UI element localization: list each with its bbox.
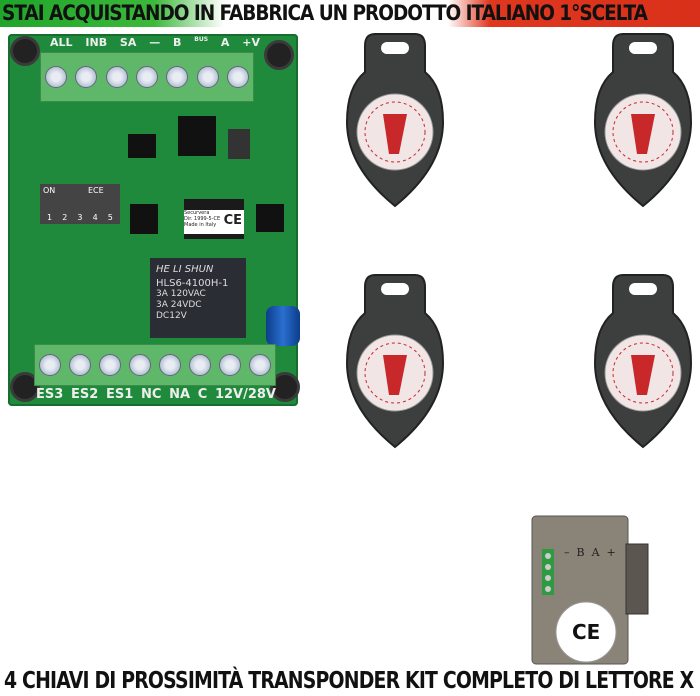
top-terminal-block [40,52,254,102]
terminal-label: C [197,387,208,402]
transponder-keyfob [594,274,692,448]
terminal-label: INB [85,36,108,49]
terminal-label: — [149,36,161,49]
transponder-keyfob [346,33,444,207]
terminal-label: +V [242,36,260,49]
caption: 4 CHIAVI DI PROSSIMITÀ TRANSPONDER KIT C… [4,668,700,694]
terminal-label: 12V/28V [214,387,276,402]
ic-chip [130,204,158,234]
terminal-label: NA [169,387,191,402]
terminal-label: BUS [194,36,209,43]
terminal-label: ALL [50,36,73,49]
transponder-keyfob [594,33,692,207]
top-terminal-labels: ALL INB SA — B BUS A +V [50,36,260,50]
reader-housing [531,515,649,665]
bottom-terminal-block [34,344,276,386]
terminal-label: B [173,36,182,49]
push-button [228,129,250,159]
ic-chip [256,204,284,232]
terminal-label: SA [119,36,137,49]
italian-flag-banner: STAI ACQUISTANDO IN FABBRICA UN PRODOTTO… [0,0,700,27]
terminal-label: NC [140,387,162,402]
terminal-label: A [220,36,230,49]
terminal-label: ES3 [36,387,64,402]
bottom-terminal-labels: ES3 ES2 ES1 NC NA C 12V/28V [36,387,276,402]
capacitor [266,306,300,346]
transponder-keyfob [346,274,444,448]
ic-chip [128,134,156,158]
microcontroller [178,116,216,156]
banner-text: STAI ACQUISTANDO IN FABBRICA UN PRODOTTO… [2,1,648,26]
mounting-hole [264,40,294,70]
mounting-hole [10,36,40,66]
terminal-label: ES1 [105,387,134,402]
terminal-label: ES2 [70,387,99,402]
ce-mark: CE [572,620,601,644]
